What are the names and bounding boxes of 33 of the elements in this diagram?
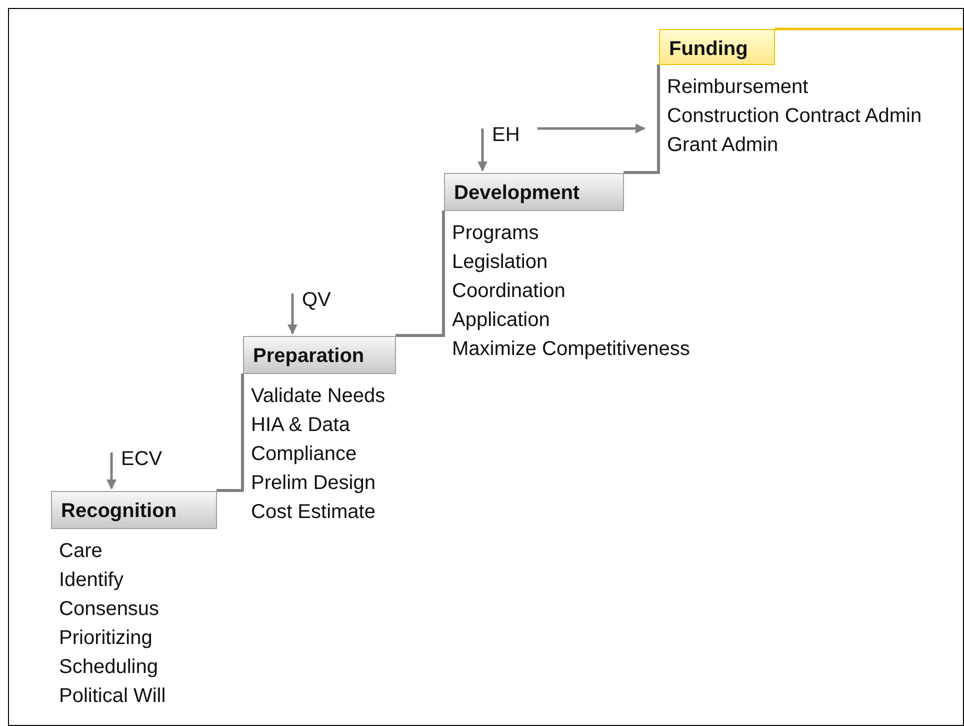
step-label: ECV	[121, 447, 162, 471]
list-item: Consensus	[59, 597, 160, 621]
list-item: Scheduling	[59, 655, 158, 679]
staircase-line	[624, 64, 660, 174]
list-item: Legislation	[452, 250, 548, 274]
step-label: QV	[302, 288, 331, 312]
list-item: Application	[452, 308, 550, 332]
arrow	[288, 294, 298, 334]
list-item: Programs	[452, 221, 539, 245]
step-heading: Funding	[659, 29, 775, 65]
list-item: Construction Contract Admin	[667, 104, 922, 128]
list-item: Prioritizing	[59, 626, 152, 650]
list-item: Care	[59, 539, 102, 563]
arrow	[478, 128, 488, 172]
list-item: Validate Needs	[251, 384, 386, 408]
step-label: EH	[492, 123, 520, 147]
list-item: Grant Admin	[667, 133, 778, 157]
list-item: Compliance	[251, 442, 357, 466]
step-heading: Development	[444, 173, 624, 211]
staircase-line	[396, 210, 445, 337]
list-item: Coordination	[452, 279, 566, 303]
list-item: Political Will	[59, 684, 166, 708]
arrow	[537, 124, 646, 134]
list-item: Reimbursement	[667, 75, 808, 99]
step-heading: Preparation	[243, 336, 396, 374]
list-item: Identify	[59, 568, 124, 592]
list-item: Maximize Competitiveness	[452, 337, 690, 361]
list-item: HIA & Data	[251, 413, 350, 437]
step-heading: Recognition	[51, 491, 217, 529]
list-item: Prelim Design	[251, 471, 376, 495]
arrow	[106, 452, 116, 490]
list-item: Cost Estimate	[251, 500, 376, 524]
staircase-line	[216, 374, 244, 492]
